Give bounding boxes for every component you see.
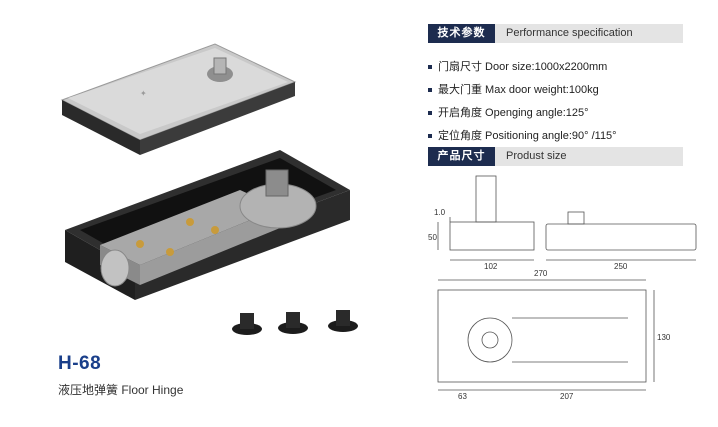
- performance-tag: 技术参数: [428, 24, 495, 43]
- dim-side-width: 102: [484, 262, 498, 271]
- spec-text: 开启角度 Openging angle:125°: [438, 106, 589, 119]
- spec-item-positioning-angle: 定位角度 Positioning angle:90° /115°: [428, 124, 617, 147]
- dimension-drawing: 1.0 50 102 250 270 130 63 207: [428, 175, 697, 400]
- side-view-body: [449, 221, 535, 251]
- floor-hinge-illustration: ✦: [60, 43, 358, 335]
- plan-view-spindle: [467, 317, 513, 363]
- bullet-icon: [428, 110, 432, 115]
- dim-right-offset: 207: [560, 392, 574, 400]
- spec-item-opening-angle: 开启角度 Openging angle:125°: [428, 101, 617, 124]
- cover-plate: ✦: [60, 43, 297, 155]
- dim-top-thickness: 1.0: [434, 208, 446, 217]
- dim-plan-length: 270: [534, 269, 548, 278]
- model-number: H-68: [58, 353, 102, 374]
- spec-list: 门扇尺寸 Door size:1000x2200mm 最大门重 Max door…: [428, 55, 617, 147]
- spec-text: 最大门重 Max door weight:100kg: [438, 83, 599, 96]
- dim-height: 50: [428, 233, 437, 242]
- front-view-body: [545, 223, 697, 251]
- hinge-box: [65, 150, 350, 300]
- bullet-icon: [428, 64, 432, 69]
- side-view-spindle: [475, 175, 497, 223]
- dim-top-length: 250: [614, 262, 628, 271]
- bullet-icon: [428, 133, 432, 138]
- dim-left-offset: 63: [458, 392, 467, 400]
- spec-text: 定位角度 Positioning angle:90° /115°: [438, 129, 617, 142]
- product-subtitle: 液压地弹簧 Floor Hinge: [58, 383, 184, 397]
- spec-text: 门扇尺寸 Door size:1000x2200mm: [438, 60, 608, 73]
- size-tag: 产品尺寸: [428, 147, 495, 166]
- size-title: Produst size: [506, 150, 567, 162]
- performance-header: 技术参数 Performance specification: [428, 24, 683, 43]
- plan-view-body: [437, 289, 647, 383]
- dim-plan-width: 130: [657, 333, 671, 342]
- spec-item-door-weight: 最大门重 Max door weight:100kg: [428, 78, 617, 101]
- bullet-icon: [428, 87, 432, 92]
- size-header: 产品尺寸 Produst size: [428, 147, 683, 166]
- spindle-caps: [232, 310, 358, 335]
- front-view-spindle: [567, 211, 585, 225]
- performance-title: Performance specification: [506, 27, 633, 39]
- svg-text:✦: ✦: [140, 89, 147, 98]
- spec-item-door-size: 门扇尺寸 Door size:1000x2200mm: [428, 55, 617, 78]
